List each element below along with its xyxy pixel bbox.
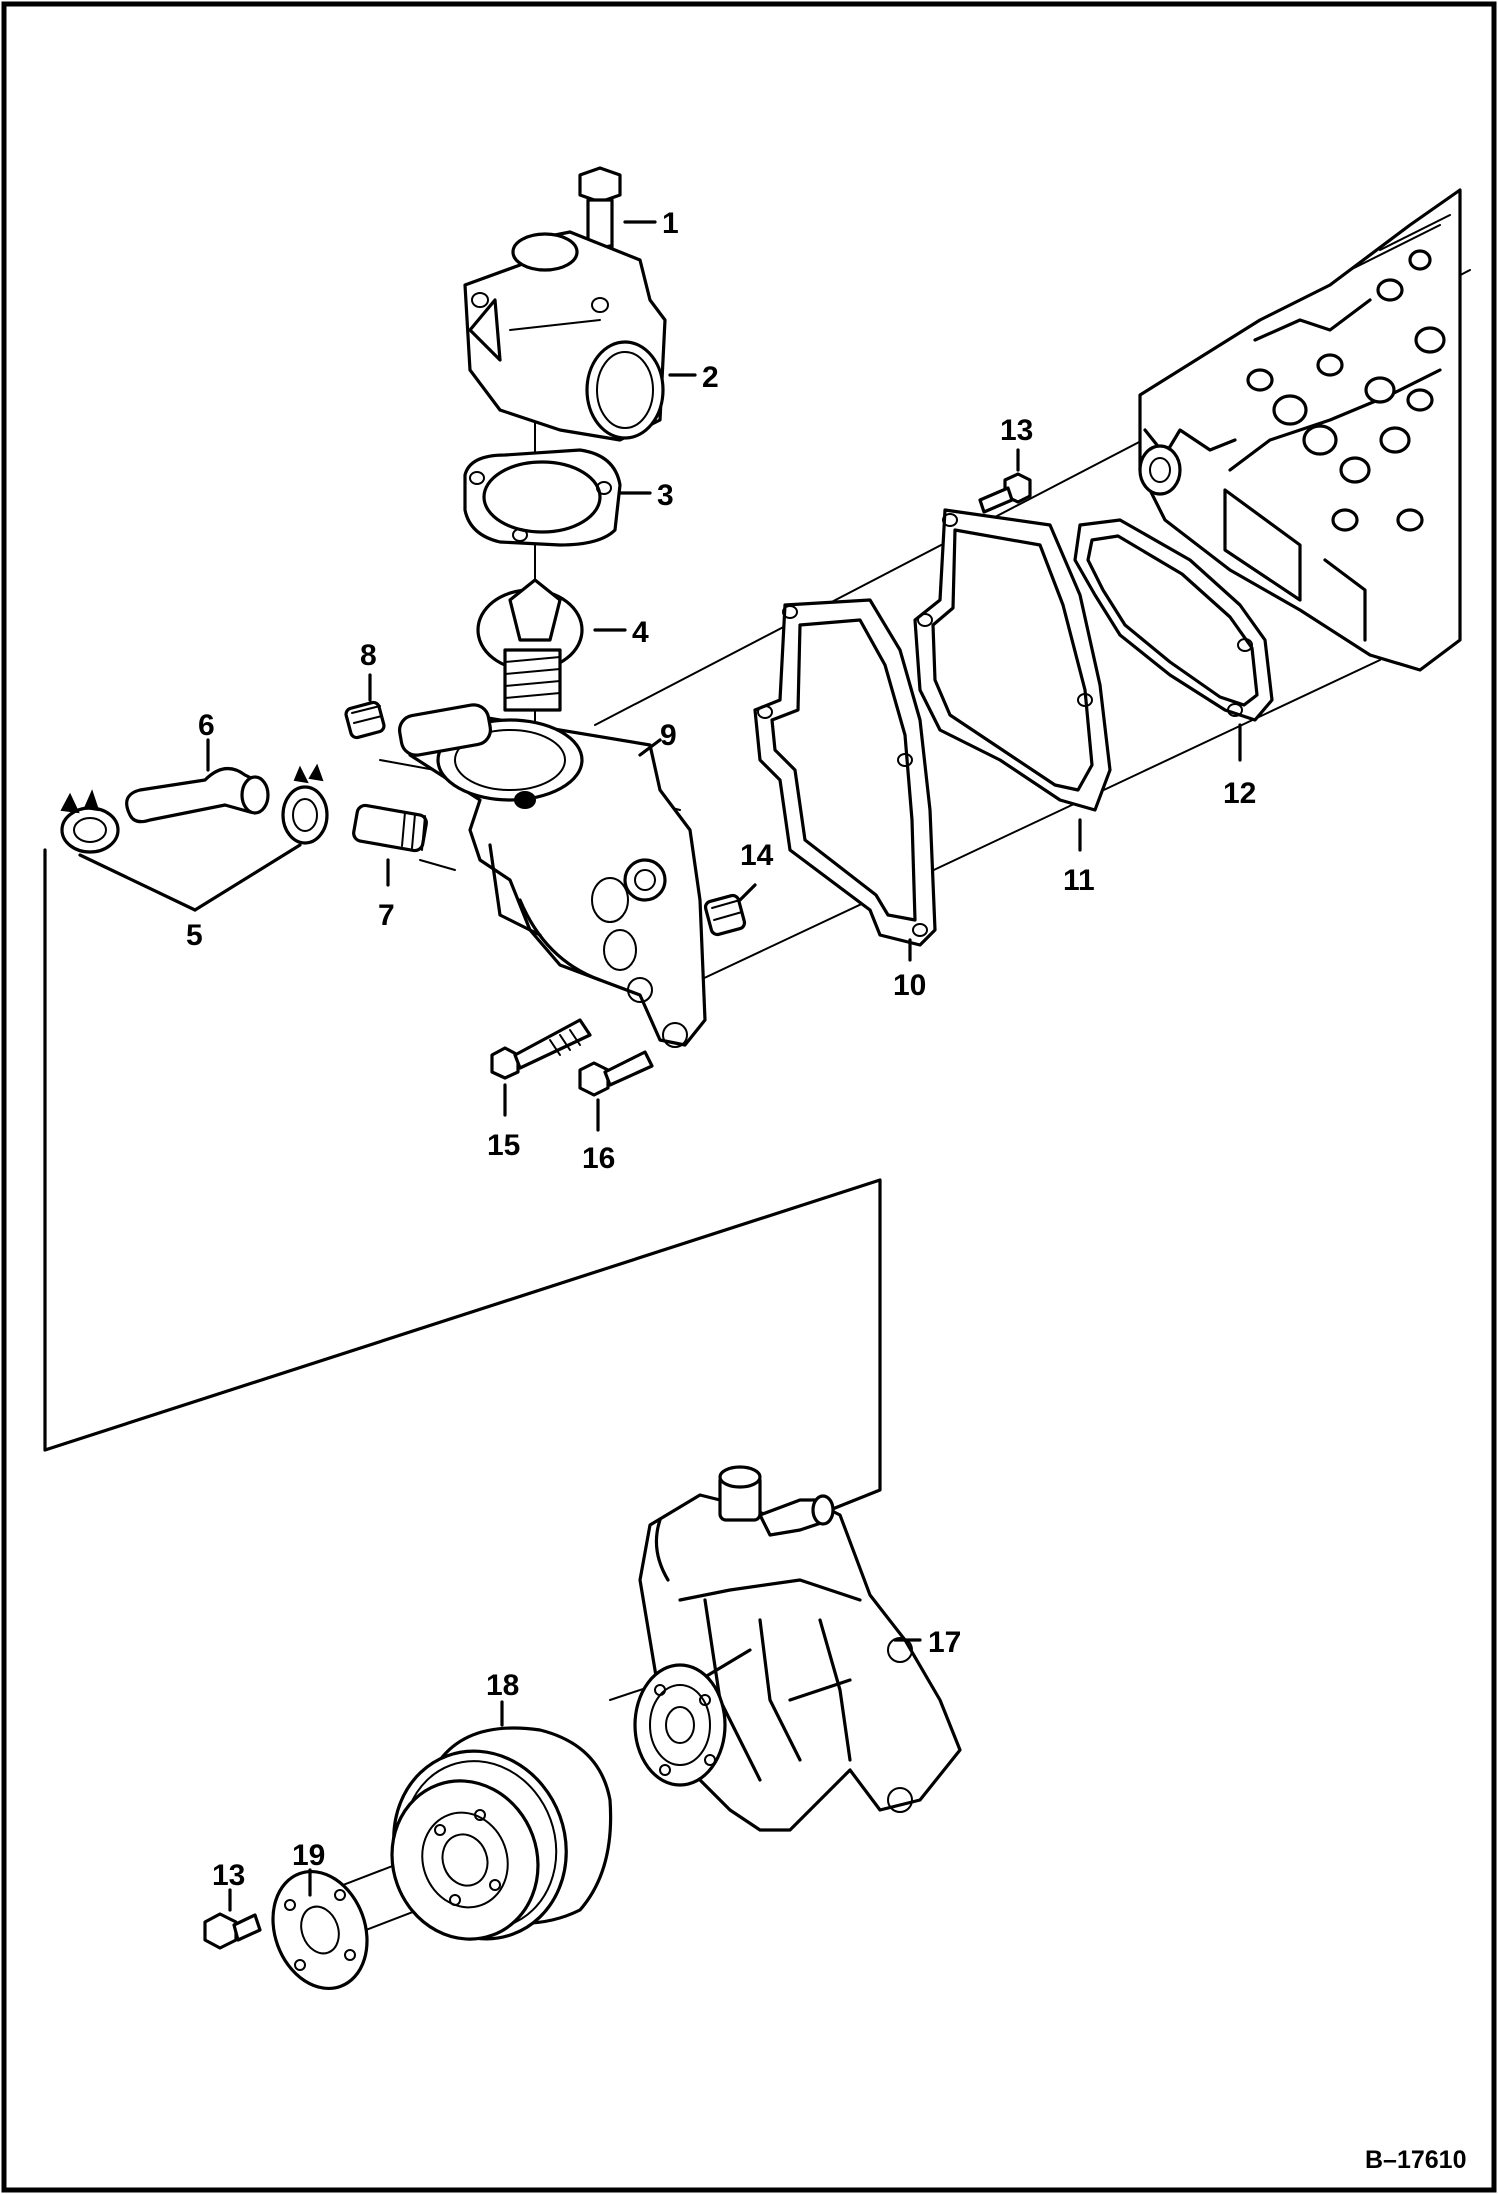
leader-lines — [78, 220, 1242, 1912]
callout-16: 16 — [582, 1142, 615, 1175]
callout-12: 12 — [1223, 777, 1256, 810]
callout-9: 9 — [660, 719, 677, 752]
water-flange-part-9 — [397, 703, 707, 1048]
thermostat-housing-part-2 — [463, 230, 667, 442]
callout-18: 18 — [486, 1669, 519, 1702]
callout-19: 19 — [292, 1839, 325, 1872]
callout-3: 3 — [657, 479, 674, 512]
figure-reference-number: B–17610 — [1365, 2146, 1466, 2174]
callout-14: 14 — [740, 839, 774, 872]
cylinder-head — [1138, 188, 1462, 672]
callout-8: 8 — [360, 639, 377, 672]
callout-10: 10 — [893, 969, 926, 1002]
nipple-part-7 — [352, 803, 428, 853]
gasket-part-10 — [753, 598, 937, 947]
callout-4: 4 — [632, 616, 649, 649]
bolt-part-13-bottom — [203, 1912, 262, 1950]
thermostat-part-4 — [476, 578, 584, 712]
callout-13-top: 13 — [1000, 414, 1033, 447]
callout-5: 5 — [186, 919, 203, 952]
callout-13-bottom: 13 — [212, 1859, 245, 1892]
callout-1: 1 — [662, 207, 679, 240]
callout-7: 7 — [378, 899, 395, 932]
plug-part-8 — [344, 700, 386, 740]
callout-17: 17 — [928, 1626, 961, 1659]
clamp-part-5-left — [60, 789, 120, 854]
water-pump-part-17 — [633, 1465, 962, 1832]
gasket-part-3 — [463, 448, 622, 547]
callout-labels: 1 2 3 4 5 6 7 8 9 10 11 12 13 13 14 15 1… — [186, 207, 1256, 1892]
gasket-part-11 — [913, 508, 1112, 812]
plug-part-14 — [703, 893, 747, 937]
bolt-part-13-top — [978, 472, 1032, 514]
clamp-part-5-right — [281, 763, 329, 845]
bolt-part-15 — [490, 1018, 592, 1080]
callout-11: 11 — [1063, 864, 1095, 897]
callout-6: 6 — [198, 709, 215, 742]
spacer-part-19 — [271, 1869, 369, 1991]
callout-2: 2 — [702, 361, 719, 394]
hose-part-6 — [125, 767, 270, 824]
callout-15: 15 — [487, 1129, 520, 1162]
bolt-part-16 — [578, 1050, 654, 1097]
pulley-part-18 — [390, 1726, 613, 1941]
gasket-part-12 — [1073, 518, 1274, 722]
